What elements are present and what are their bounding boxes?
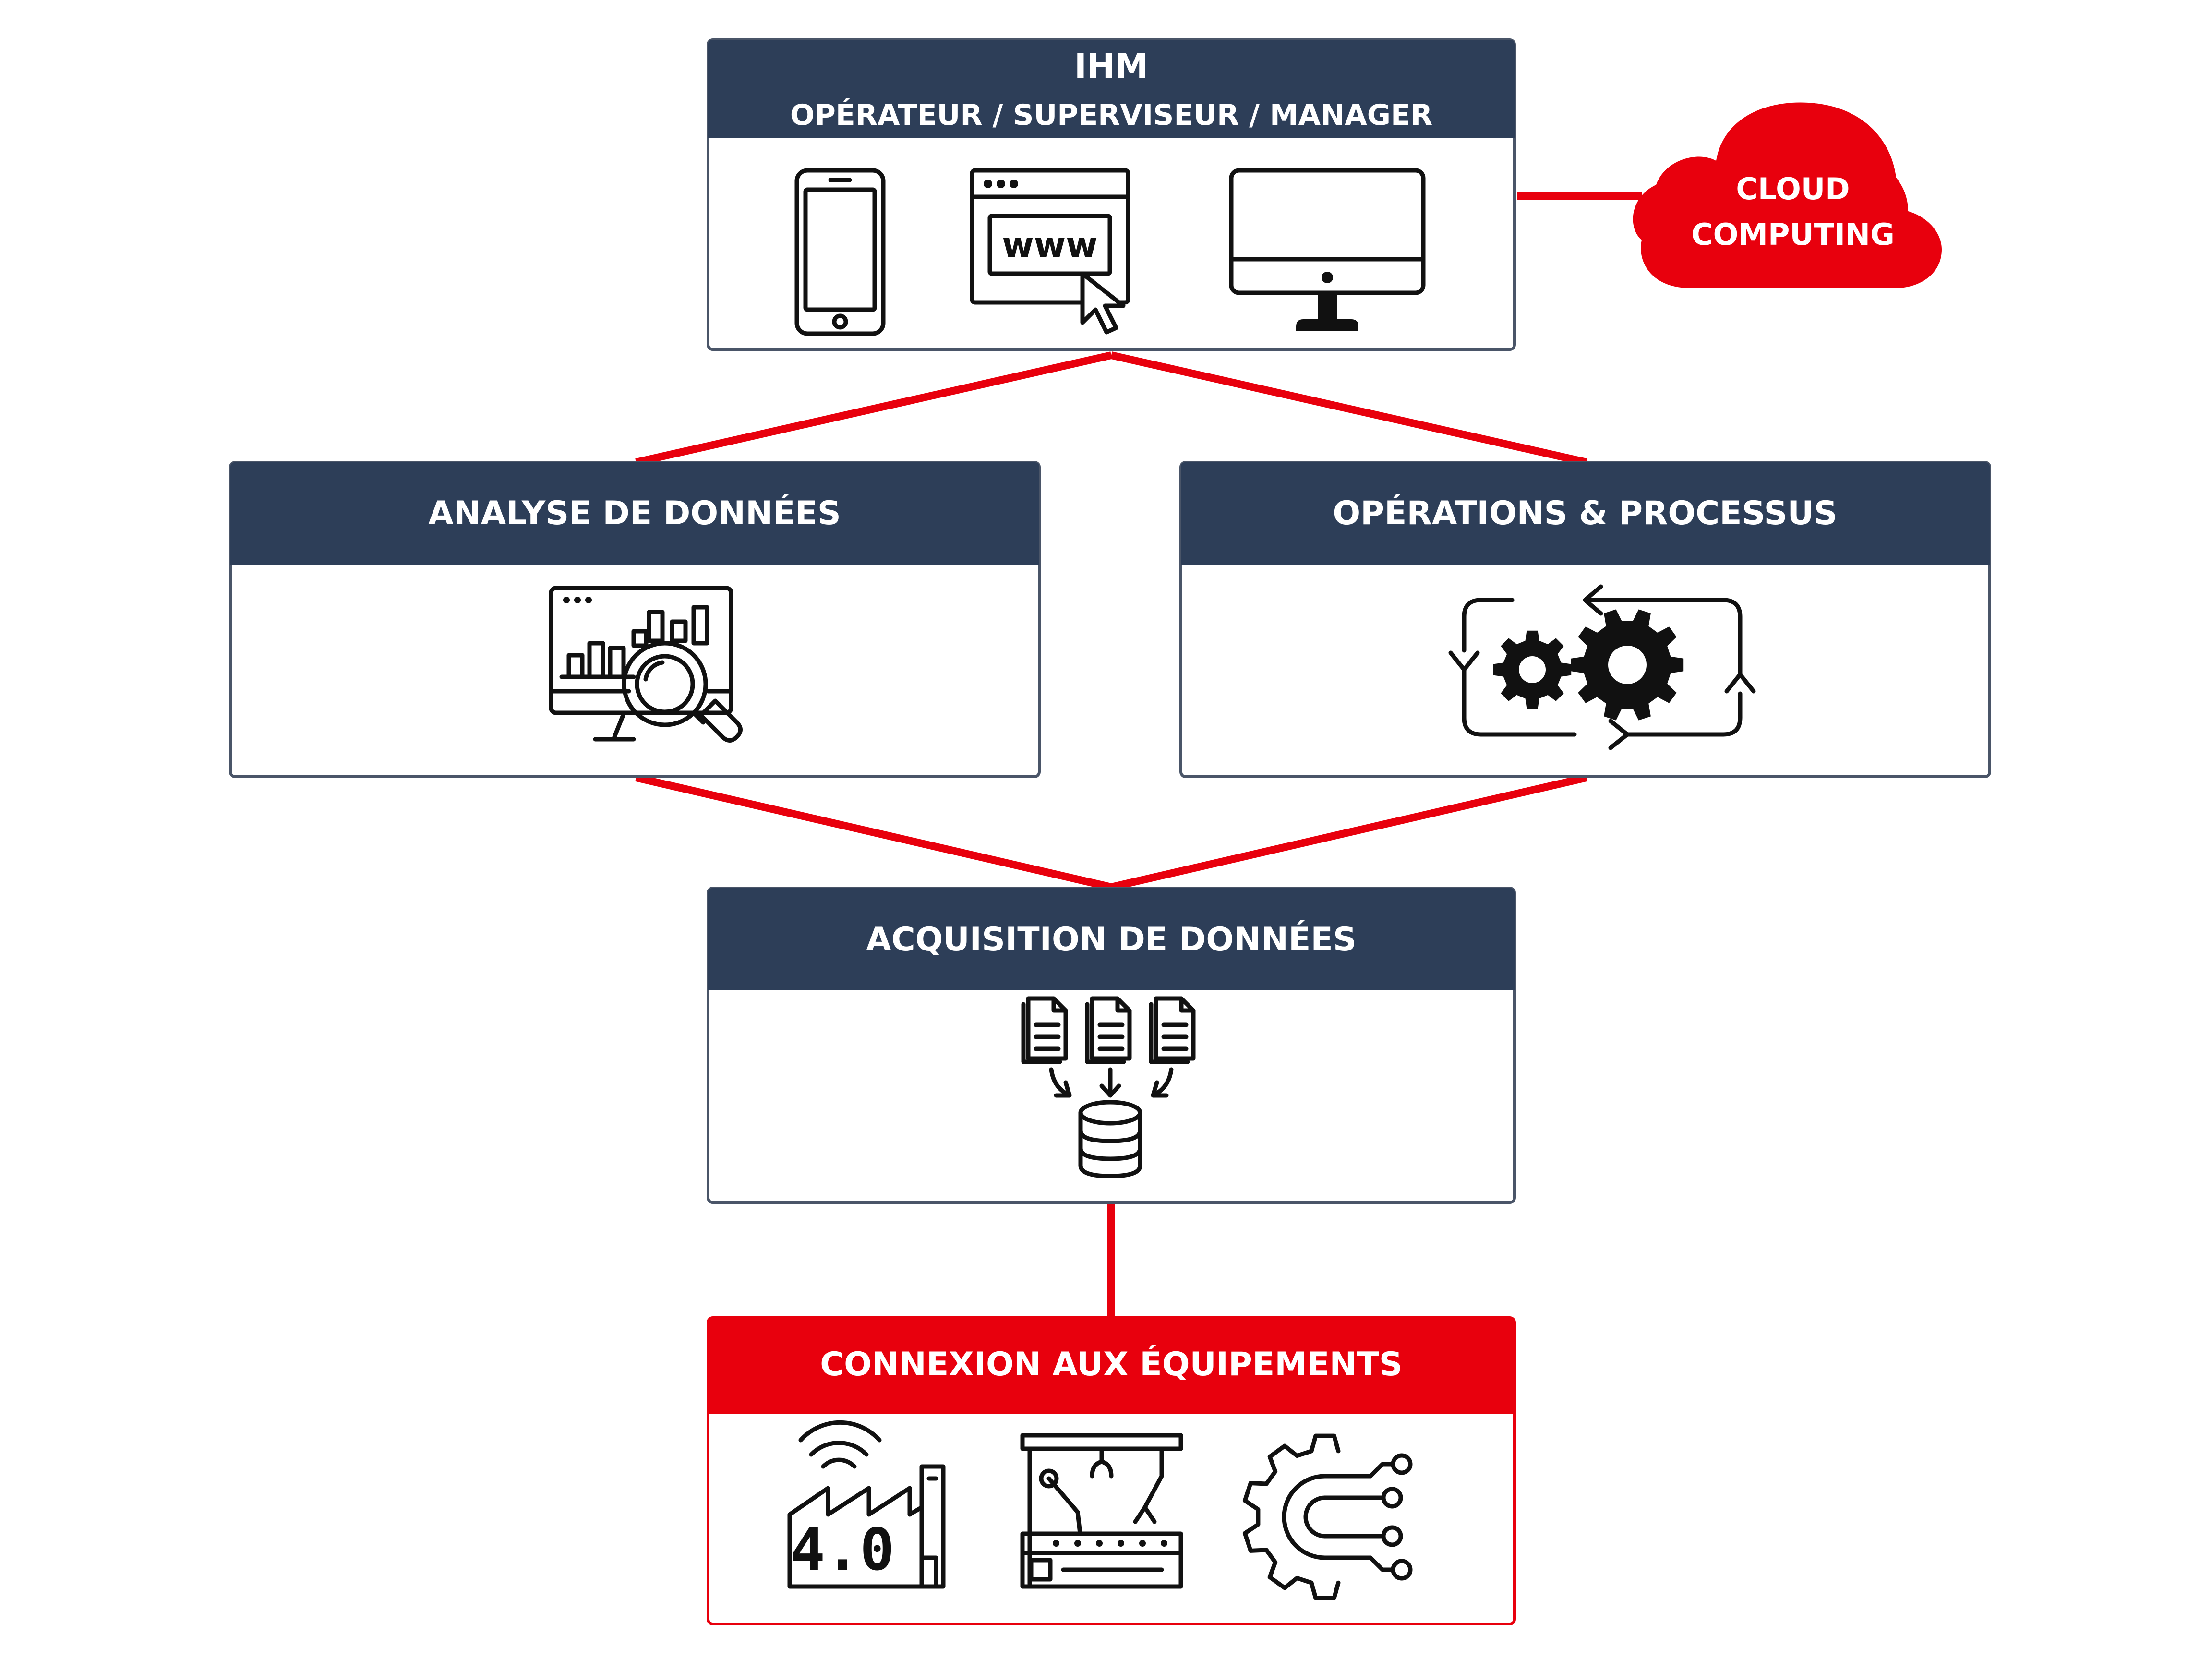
operations-title: OPÉRATIONS & PROCESSUS — [1333, 494, 1837, 532]
cloud-line-1: CLOUD — [1736, 171, 1850, 206]
equipment-box: CONNEXION AUX ÉQUIPEMENTS 4.0 — [707, 1316, 1516, 1625]
cloud-shape — [1633, 102, 1942, 288]
smartphone-icon — [794, 168, 886, 336]
gears-cycle-icon — [1448, 584, 1756, 750]
analysis-box-header — [230, 462, 1039, 565]
hmi-box: IHM OPÉRATEUR / SUPERVISEUR / MANAGER ww… — [707, 38, 1516, 351]
files-to-database-icon — [1021, 996, 1196, 1178]
acquisition-box-header — [708, 888, 1515, 990]
equipment-box-header — [708, 1318, 1515, 1414]
cloud-computing: CLOUD COMPUTING — [1633, 102, 1942, 288]
gear-circuit-icon — [1242, 1433, 1413, 1600]
connector-hmi-analysis — [635, 351, 1112, 466]
desktop-monitor-icon — [1229, 168, 1426, 331]
gear-large — [1571, 609, 1684, 721]
equipment-title: CONNEXION AUX ÉQUIPEMENTS — [820, 1345, 1402, 1383]
file-icon-3 — [1149, 996, 1196, 1064]
web-browser-label: www — [1002, 225, 1098, 265]
cloud-line-2: COMPUTING — [1691, 217, 1895, 252]
file-icon-2 — [1085, 996, 1132, 1064]
acquisition-box: ACQUISITION DE DONNÉES — [707, 887, 1516, 1204]
gear-large-shape — [1571, 609, 1684, 721]
connector-hmi-operations — [1110, 351, 1587, 466]
acquisition-title: ACQUISITION DE DONNÉES — [866, 920, 1357, 959]
operations-box: OPÉRATIONS & PROCESSUS — [1179, 461, 1991, 778]
factory-4-0-icon: 4.0 — [787, 1420, 946, 1589]
hmi-subtitle: OPÉRATEUR / SUPERVISEUR / MANAGER — [790, 97, 1432, 132]
file-icon-1 — [1021, 996, 1068, 1064]
analysis-box: ANALYSE DE DONNÉES — [229, 461, 1041, 778]
analysis-title: ANALYSE DE DONNÉES — [428, 494, 841, 532]
web-browser-icon: www — [970, 168, 1130, 335]
connector-operations-acquisition — [1110, 774, 1587, 891]
factory-label: 4.0 — [791, 1517, 895, 1584]
robotic-arm-icon — [1020, 1433, 1183, 1589]
data-analysis-icon — [549, 586, 743, 743]
operations-box-header — [1181, 462, 1990, 565]
hmi-title: IHM — [1074, 47, 1148, 86]
hmi-box-header — [708, 40, 1515, 138]
connectors — [635, 192, 1642, 1318]
database-icon — [1078, 1100, 1142, 1178]
connector-analysis-acquisition — [635, 774, 1112, 891]
gear-small — [1493, 630, 1572, 709]
gear-small-shape — [1493, 630, 1572, 709]
